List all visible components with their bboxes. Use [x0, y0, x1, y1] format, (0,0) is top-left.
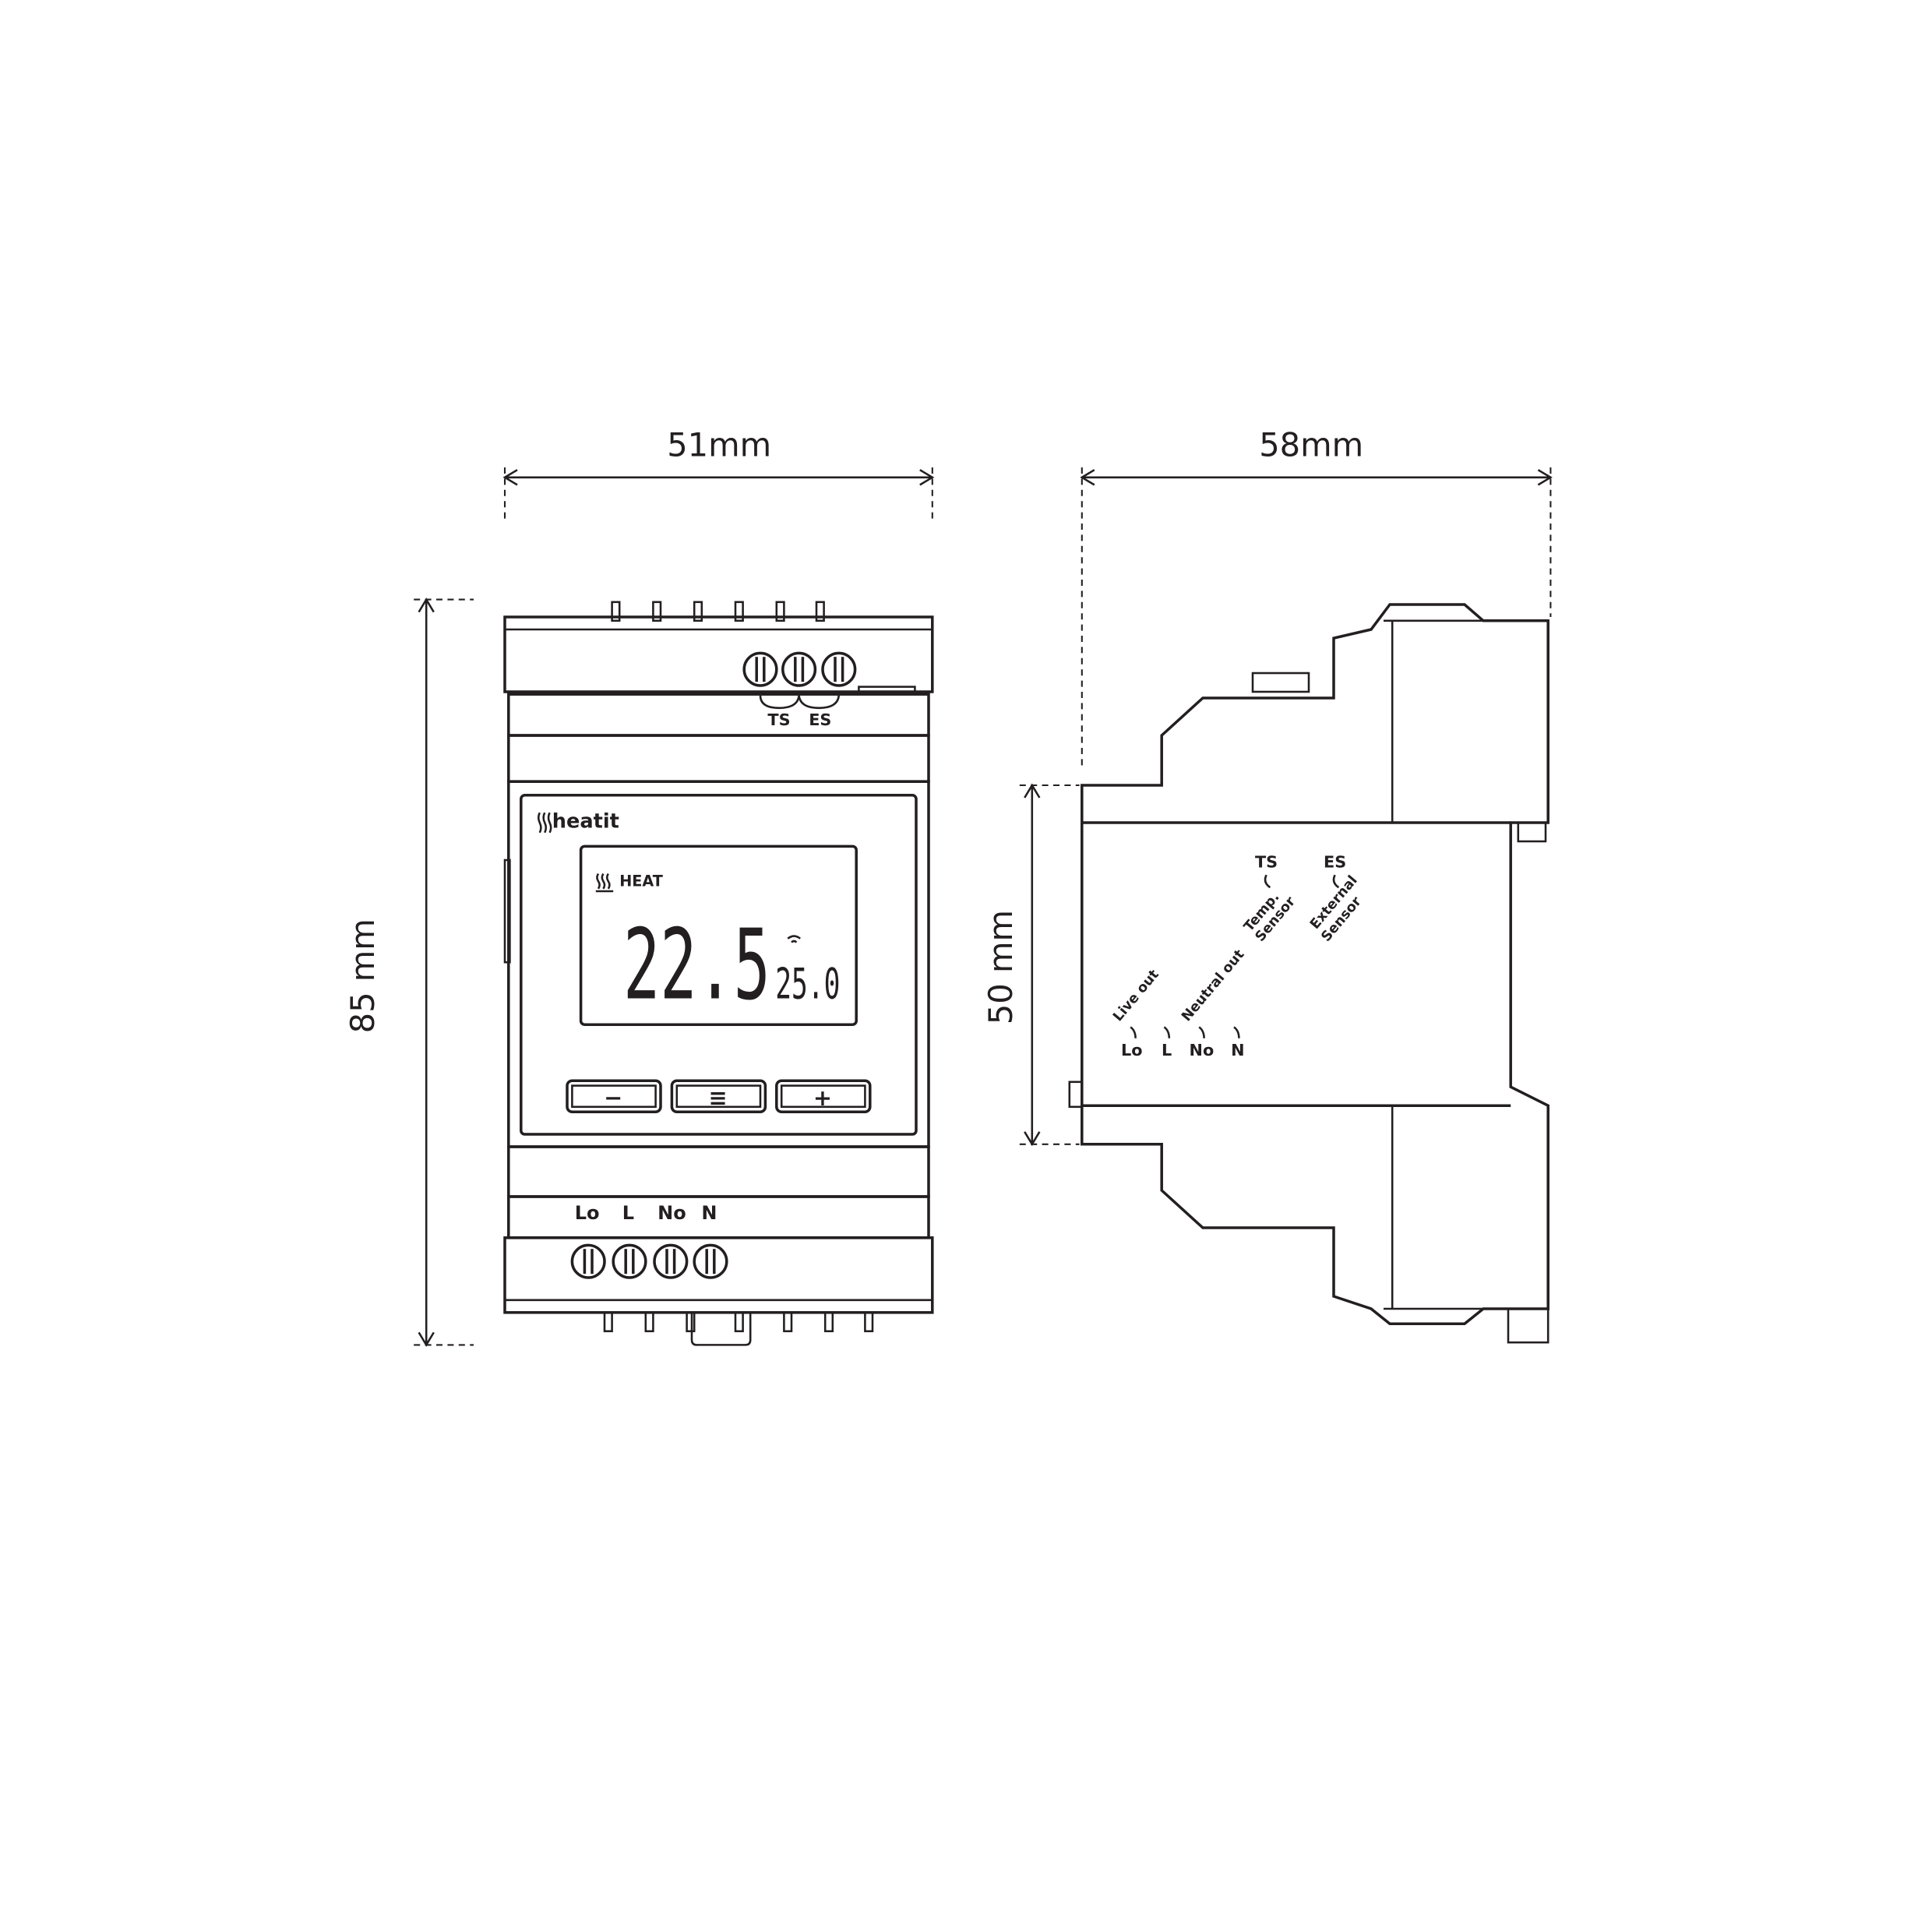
outline-shape [1517, 821, 1547, 843]
terminal-label-l: L [622, 1202, 634, 1224]
outline-shape [507, 1195, 930, 1239]
label: ≡ [709, 1084, 728, 1111]
outline-shape [775, 601, 785, 622]
outline-shape [734, 601, 744, 622]
outline-shape [570, 1243, 606, 1279]
set-temperature: 25.0 [775, 960, 840, 1009]
terminal-label-lo: Lo [575, 1202, 600, 1224]
outline-shape [675, 1084, 762, 1109]
outline-shape [612, 1243, 647, 1279]
front-height-dimension: 85 mm [344, 598, 474, 1347]
outline-shape [507, 1145, 930, 1198]
neutral-out-label: Neutral out [1179, 947, 1247, 1025]
plus-button[interactable]: + [775, 1079, 872, 1113]
outline-shape [780, 1084, 866, 1109]
outline-shape [1080, 469, 1553, 486]
terminal-label-n: N [701, 1202, 717, 1224]
outline-shape [858, 686, 916, 694]
top-pins [611, 601, 825, 622]
outline-shape [502, 469, 935, 486]
minus-button[interactable]: − [566, 1079, 662, 1113]
side-height-label: 50 mm [982, 910, 1020, 1024]
outline-shape [821, 651, 857, 687]
outline-shape [1068, 1081, 1084, 1109]
outline-shape [653, 1243, 689, 1279]
label: + [813, 1084, 832, 1111]
side-label-ts: TS [1255, 853, 1278, 872]
top-screws [742, 651, 857, 687]
outline-shape [823, 1311, 834, 1333]
menu-button[interactable]: ≡ [670, 1079, 767, 1113]
wifi-icon [787, 935, 801, 943]
current-temperature: 22.5 [623, 909, 770, 1022]
outline-shape [1264, 874, 1340, 889]
outline-shape [693, 601, 703, 622]
outline-shape [815, 601, 825, 622]
terminal-label-es: ES [809, 710, 831, 729]
front-view: TS ES heatit HEAT 22.5 25.0 − ≡ + Lo L N… [503, 601, 934, 1346]
outline-shape [503, 858, 511, 964]
mode-label: HEAT [619, 873, 663, 890]
outline-shape [693, 1243, 728, 1279]
outline-shape [686, 1311, 696, 1333]
side-label-no: No [1190, 1041, 1215, 1059]
front-width-dimension: 51mm [502, 426, 935, 524]
outline-shape [742, 651, 778, 687]
outline-shape [759, 695, 841, 710]
heat-icon [595, 873, 614, 893]
outline-shape [507, 693, 930, 737]
front-width-label: 51mm [667, 426, 771, 464]
outline-shape [775, 1079, 872, 1113]
outline-shape [1507, 1307, 1549, 1344]
outline-shape [1081, 603, 1549, 1325]
side-label-es: ES [1324, 853, 1346, 872]
outline-shape [537, 812, 552, 834]
outline-shape [734, 1311, 744, 1333]
top-terminal-block [503, 615, 934, 693]
outline-shape [507, 734, 930, 783]
outline-shape [864, 1311, 874, 1333]
side-width-label: 58mm [1259, 426, 1363, 464]
outline-shape [781, 651, 817, 687]
side-view: TS ES Temp. Sensor External Sensor Live … [1068, 603, 1549, 1344]
terminal-label-no: No [658, 1202, 686, 1224]
outline-shape [670, 1079, 767, 1113]
heatit-logo: heatit [537, 809, 619, 834]
outline-shape [644, 1311, 654, 1333]
label: − [604, 1084, 622, 1111]
live-out-label: Live out [1110, 967, 1162, 1024]
din-clip [690, 1312, 752, 1346]
outline-shape [611, 601, 621, 622]
outline-shape [603, 1311, 613, 1333]
bottom-screws [570, 1243, 728, 1279]
outline-shape [571, 1084, 657, 1109]
lcd-screen [579, 844, 858, 1026]
side-label-lo: Lo [1121, 1041, 1143, 1059]
outline-shape [566, 1079, 662, 1113]
front-height-label: 85 mm [344, 918, 382, 1033]
side-label-n: N [1231, 1041, 1244, 1059]
side-label-l: L [1162, 1041, 1172, 1059]
side-width-dimension: 58mm [1080, 426, 1553, 767]
bottom-terminal-block [503, 1236, 934, 1314]
side-height-dimension: 50 mm [982, 783, 1080, 1147]
label: heatit [552, 809, 619, 833]
outline-shape [1251, 672, 1310, 693]
outline-shape [1130, 1026, 1240, 1038]
heat-mode-indicator: HEAT [595, 873, 663, 893]
bottom-pins [603, 1311, 874, 1346]
terminal-label-ts: TS [767, 710, 790, 729]
outline-shape [652, 601, 662, 622]
outline-shape [783, 1311, 793, 1333]
front-panel [520, 794, 918, 1136]
